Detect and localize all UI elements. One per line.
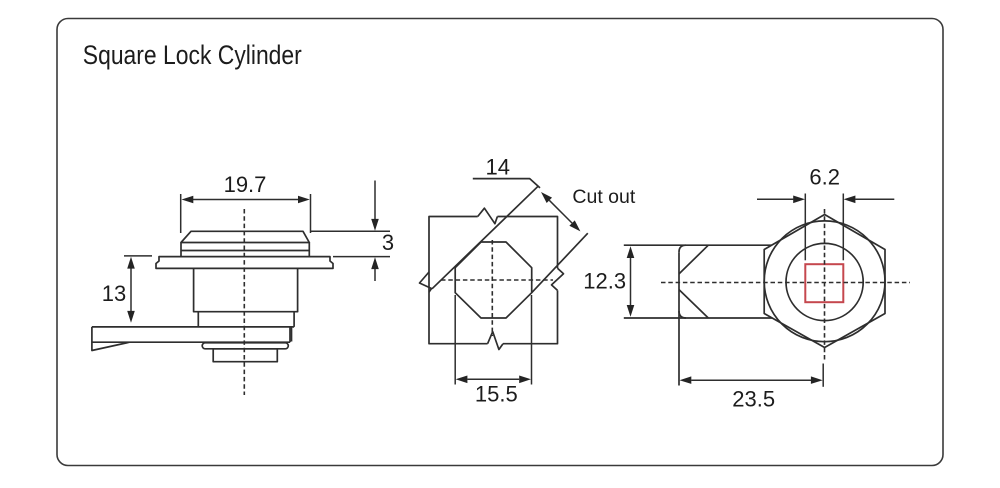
svg-text:3: 3 [382,230,394,255]
svg-text:6.2: 6.2 [809,165,840,190]
svg-text:Cut out: Cut out [572,186,635,208]
svg-text:12.3: 12.3 [583,269,626,294]
svg-text:14: 14 [486,155,510,180]
svg-text:19.7: 19.7 [224,172,267,197]
svg-text:23.5: 23.5 [732,386,775,411]
svg-text:Square Lock Cylinder: Square Lock Cylinder [83,40,302,70]
svg-text:15.5: 15.5 [475,382,518,407]
svg-text:13: 13 [102,281,126,306]
